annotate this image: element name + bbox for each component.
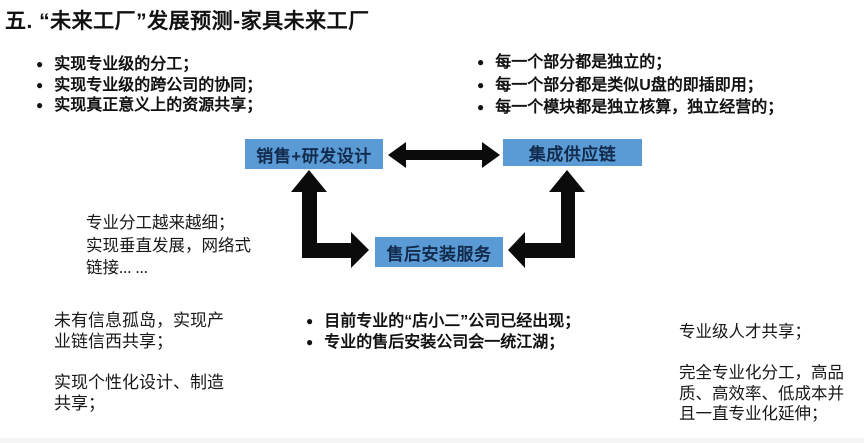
bullet-text: 实现真正意义上的资源共享； bbox=[54, 97, 263, 114]
note-specialization: 专业分工越来越细； 实现垂直发展，网络式 链接... ... bbox=[86, 213, 251, 277]
node-after-sales-installation: 售后安装服务 bbox=[375, 237, 503, 267]
list-item: ● 目前专业的“店小二”公司已经出现； bbox=[306, 312, 580, 333]
node-integrated-supply-chain: 集成供应链 bbox=[503, 139, 642, 166]
note-no-information-island: 未有信息孤岛，实现产 业链信西共享； bbox=[54, 311, 224, 351]
note-full-specialization: 完全专业化分工，高品 质、高效率、低成本并 且一直专业化延伸； bbox=[679, 363, 844, 423]
bullet-icon: ● bbox=[477, 55, 485, 69]
note-talent-sharing: 专业级人才共享； bbox=[679, 322, 811, 341]
bottom-middle-bullet-list: ● 目前专业的“店小二”公司已经出现； ● 专业的售后安装公司会一统江湖； bbox=[306, 312, 580, 353]
list-item: ● 专业的售后安装公司会一统江湖； bbox=[306, 333, 580, 354]
top-left-bullet-list: ● 实现专业级的分工； ● 实现专业级的跨公司的协同； ● 实现真正意义上的资源… bbox=[36, 55, 262, 117]
list-item: ● 每一个部分都是独立的； bbox=[477, 52, 783, 75]
list-item: ● 每一个模块都是独立核算，独立经营的； bbox=[477, 97, 783, 120]
top-right-bullet-list: ● 每一个部分都是独立的； ● 每一个部分都是类似U盘的即插即用； ● 每一个模… bbox=[477, 52, 783, 120]
bullet-icon: ● bbox=[477, 100, 485, 114]
bullet-text: 专业的售后安装公司会一统江湖； bbox=[324, 333, 565, 351]
bullet-icon: ● bbox=[36, 98, 44, 112]
slide-bottom-edge bbox=[0, 438, 864, 443]
bullet-text: 实现专业级的跨公司的协同； bbox=[54, 76, 263, 94]
note-personalized-design: 实现个性化设计、制造 共享； bbox=[54, 373, 224, 413]
slide-title: 五. “未来工厂”发展预测-家具未来工厂 bbox=[5, 10, 370, 33]
double-arrow-elbow-right-icon bbox=[508, 170, 585, 268]
list-item: ● 实现专业级的分工； bbox=[36, 55, 262, 76]
bullet-icon: ● bbox=[306, 314, 314, 328]
bullet-icon: ● bbox=[306, 334, 314, 349]
bullet-icon: ● bbox=[36, 57, 44, 71]
double-arrow-elbow-left-icon bbox=[291, 170, 369, 268]
bullet-icon: ● bbox=[36, 77, 44, 92]
list-item: ● 实现专业级的跨公司的协同； bbox=[36, 76, 262, 97]
bullet-text: 目前专业的“店小二”公司已经出现； bbox=[324, 313, 581, 330]
bullet-text: 每一个部分都是类似U盘的即插即用； bbox=[495, 76, 763, 94]
double-arrow-horizontal-icon bbox=[388, 142, 500, 168]
list-item: ● 每一个部分都是类似U盘的即插即用； bbox=[477, 75, 783, 98]
list-item: ● 实现真正意义上的资源共享； bbox=[36, 96, 262, 117]
bullet-text: 每一个模块都是独立核算，独立经营的； bbox=[495, 99, 784, 116]
bullet-text: 每一个部分都是独立的； bbox=[495, 54, 672, 71]
bullet-icon: ● bbox=[477, 77, 485, 92]
bullet-text: 实现专业级的分工； bbox=[54, 56, 199, 73]
node-sales-rd-design: 销售+研发设计 bbox=[245, 139, 383, 169]
